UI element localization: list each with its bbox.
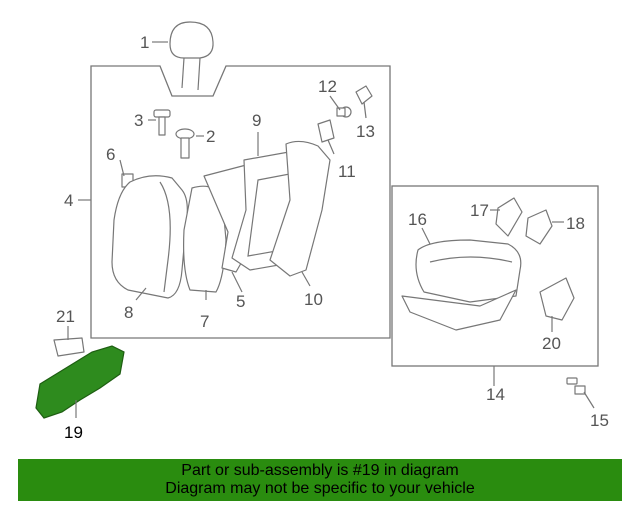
seat-cushion-part-16[interactable]: [401, 239, 522, 331]
callout-15: 15: [590, 411, 609, 430]
callout-8: 8: [124, 303, 133, 322]
bolt-part-15[interactable]: [566, 377, 586, 395]
seatback-cover-part-8[interactable]: [111, 175, 188, 299]
callout-12: 12: [318, 77, 337, 96]
clip-part-21[interactable]: [53, 337, 85, 357]
cap-part-13[interactable]: [355, 85, 373, 105]
cover-part-20[interactable]: [539, 277, 575, 321]
callout-20: 20: [542, 334, 561, 353]
callout-5: 5: [236, 292, 245, 311]
bracket-part-18[interactable]: [525, 209, 553, 245]
callout-numbers: 1 2 3 4 5 6 7 8 9 10 11 12 13 14 15 16 1…: [56, 33, 609, 442]
screw-part-12[interactable]: [336, 106, 352, 118]
bracket-part-11[interactable]: [317, 119, 335, 143]
bolt-part-3[interactable]: [153, 109, 171, 136]
callout-19: 19: [64, 423, 83, 442]
callout-10: 10: [304, 290, 323, 309]
callout-7: 7: [200, 312, 209, 331]
info-banner: Part or sub-assembly is #19 in diagram D…: [18, 459, 622, 501]
callout-2: 2: [206, 127, 215, 146]
guide-part-2[interactable]: [175, 128, 195, 159]
bracket-part-17[interactable]: [495, 197, 523, 237]
seat-parts-diagram: 1 2 3 4 5 6 7 8 9 10 11 12 13 14 15 16 1…: [35, 21, 609, 442]
banner-line-2: Diagram may not be specific to your vehi…: [165, 480, 475, 497]
side-shield-part-19[interactable]: [35, 345, 125, 419]
callout-17: 17: [470, 201, 489, 220]
seatback-group-frame: [90, 65, 391, 339]
back-board-part-10[interactable]: [269, 140, 331, 277]
cushion-group-frame: [391, 185, 599, 367]
headrest-part[interactable]: [169, 21, 214, 91]
callout-9: 9: [252, 111, 261, 130]
leader-lines: [67, 41, 595, 418]
callout-1: 1: [140, 33, 149, 52]
callout-6: 6: [106, 145, 115, 164]
callout-11: 11: [338, 162, 356, 181]
callout-14: 14: [486, 385, 505, 404]
callout-13: 13: [356, 122, 375, 141]
callout-3: 3: [134, 111, 143, 130]
callout-16: 16: [408, 210, 427, 229]
callout-4: 4: [64, 191, 73, 210]
callout-21: 21: [56, 307, 75, 326]
banner-line-1: Part or sub-assembly is #19 in diagram: [181, 462, 459, 479]
callout-18: 18: [566, 214, 585, 233]
